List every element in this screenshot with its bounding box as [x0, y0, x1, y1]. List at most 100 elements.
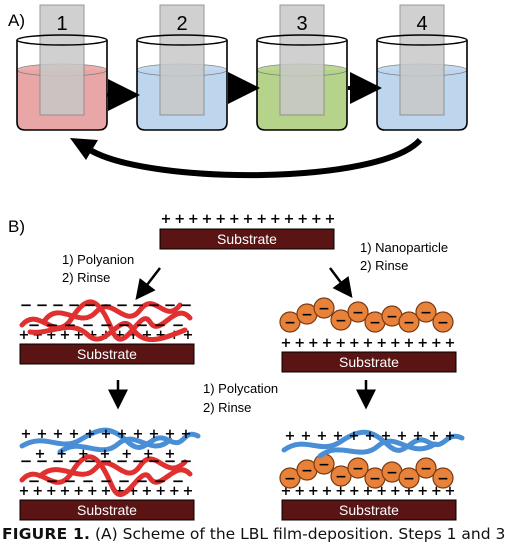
plus-sign: + — [229, 212, 240, 227]
beaker-1: 1 — [16, 4, 108, 131]
nanoparticle-charge: − — [369, 315, 381, 331]
plus-sign: + — [101, 484, 112, 499]
plus-sign: + — [37, 427, 48, 442]
minus-sign: − — [172, 472, 185, 490]
nanoparticle-charge: − — [386, 465, 398, 481]
plus-sign: + — [333, 429, 344, 444]
beaker-number-3: 3 — [296, 13, 307, 35]
plus-sign: + — [404, 484, 415, 499]
plus-sign: + — [181, 427, 192, 442]
plus-sign: + — [155, 328, 166, 343]
minus-sign: − — [180, 452, 193, 470]
plus-sign: + — [376, 484, 387, 499]
nanoparticle-charge: − — [301, 463, 313, 479]
plus-sign: + — [215, 212, 226, 227]
minus-sign: − — [82, 472, 95, 490]
minus-sign: − — [164, 452, 177, 470]
minus-sign: − — [132, 296, 145, 314]
plus-sign: + — [335, 336, 346, 351]
slide-1 — [39, 4, 85, 116]
plus-sign: + — [256, 212, 267, 227]
plus-sign: + — [56, 447, 67, 462]
minus-sign: − — [118, 472, 131, 490]
nanoparticle — [330, 309, 352, 331]
plus-sign: + — [183, 484, 194, 499]
nanoparticle-charge: − — [352, 305, 364, 321]
plus-sign: + — [413, 429, 424, 444]
plus-sign: + — [390, 336, 401, 351]
minus-sign: − — [148, 452, 161, 470]
minus-sign: − — [84, 452, 97, 470]
minus-sign: − — [20, 452, 33, 470]
plus-sign: + — [128, 328, 139, 343]
beaker-arrows — [107, 72, 382, 111]
plus-sign: + — [301, 429, 312, 444]
plus-sign: + — [117, 427, 128, 442]
plus-sign: + — [35, 447, 46, 462]
plus-sign: + — [445, 336, 456, 351]
substrate-br-label: Substrate — [339, 502, 399, 518]
substrate-mr-label: Substrate — [339, 354, 399, 370]
minus-sign: − — [172, 316, 185, 334]
plus-sign: + — [133, 427, 144, 442]
plus-sign: + — [53, 427, 64, 442]
minus-charge-row: −−−−−−−−−−− — [20, 296, 193, 314]
nanoparticle-layer-stack: Substrate +++++++++++++ −−−−−−−−−− — [279, 297, 457, 373]
nanoparticle — [279, 311, 301, 333]
plus-sign: + — [281, 336, 292, 351]
plus-sign: + — [349, 484, 360, 499]
plus-sign: + — [143, 447, 154, 462]
plus-sign: + — [325, 212, 336, 227]
minus-sign: − — [36, 296, 49, 314]
plus-sign: + — [19, 484, 30, 499]
plus-sign: + — [297, 212, 308, 227]
minus-sign: − — [100, 296, 113, 314]
plus-sign: + — [114, 328, 125, 343]
nanoparticle-charge: − — [386, 309, 398, 325]
plus-sign: + — [417, 336, 428, 351]
polycation-chain — [19, 427, 201, 450]
minus-sign: − — [148, 296, 161, 314]
minus-sign: − — [84, 296, 97, 314]
polycation-layer-stack: Substrate +++++++++++++ −−−−−−−−−−− −−−−… — [19, 427, 201, 521]
nanoparticle-row: −−−−−−−−−− — [279, 297, 454, 333]
plus-charge-row: +++++++ — [35, 447, 176, 462]
minus-charge-row: −−−−−−−−− — [28, 472, 185, 490]
plus-sign: + — [294, 484, 305, 499]
beaker-2: 2 — [136, 4, 228, 131]
middle-step-2: 2) Rinse — [203, 400, 251, 415]
plus-sign: + — [397, 429, 408, 444]
substrate-top-label: Substrate — [217, 231, 277, 247]
minus-sign: − — [180, 296, 193, 314]
plus-sign: + — [100, 447, 111, 462]
plus-sign: + — [349, 429, 360, 444]
right-step-2: 2) Rinse — [360, 258, 408, 273]
minus-sign: − — [52, 452, 65, 470]
plus-sign: + — [60, 328, 71, 343]
beaker-number-4: 4 — [416, 13, 427, 35]
plus-sign: + — [294, 336, 305, 351]
minus-sign: − — [28, 472, 41, 490]
minus-sign: − — [136, 472, 149, 490]
nanoparticle — [313, 297, 335, 319]
minus-sign: − — [68, 296, 81, 314]
polyanion-layer-stack: Substrate +++++++++++++ −−−−−−−−−−− −−−−… — [19, 296, 195, 365]
plus-sign: + — [60, 484, 71, 499]
nanoparticle — [398, 467, 420, 489]
minus-charge-row: −−−−−−−−−−− — [20, 452, 193, 470]
beaker-number-2: 2 — [176, 13, 187, 35]
plus-sign: + — [202, 212, 213, 227]
return-arrow — [70, 137, 423, 179]
minus-sign: − — [82, 316, 95, 334]
minus-sign: − — [100, 472, 113, 490]
minus-sign: − — [46, 316, 59, 334]
nanoparticle-charge: − — [420, 305, 432, 321]
nanoparticle-charge: − — [318, 457, 330, 473]
plus-sign: + — [417, 484, 428, 499]
beaker-row: 1 2 3 4 — [16, 4, 468, 131]
plus-sign: + — [363, 336, 374, 351]
plus-sign: + — [363, 484, 374, 499]
plus-sign: + — [431, 336, 442, 351]
plus-sign: + — [335, 484, 346, 499]
plus-sign: + — [308, 336, 319, 351]
